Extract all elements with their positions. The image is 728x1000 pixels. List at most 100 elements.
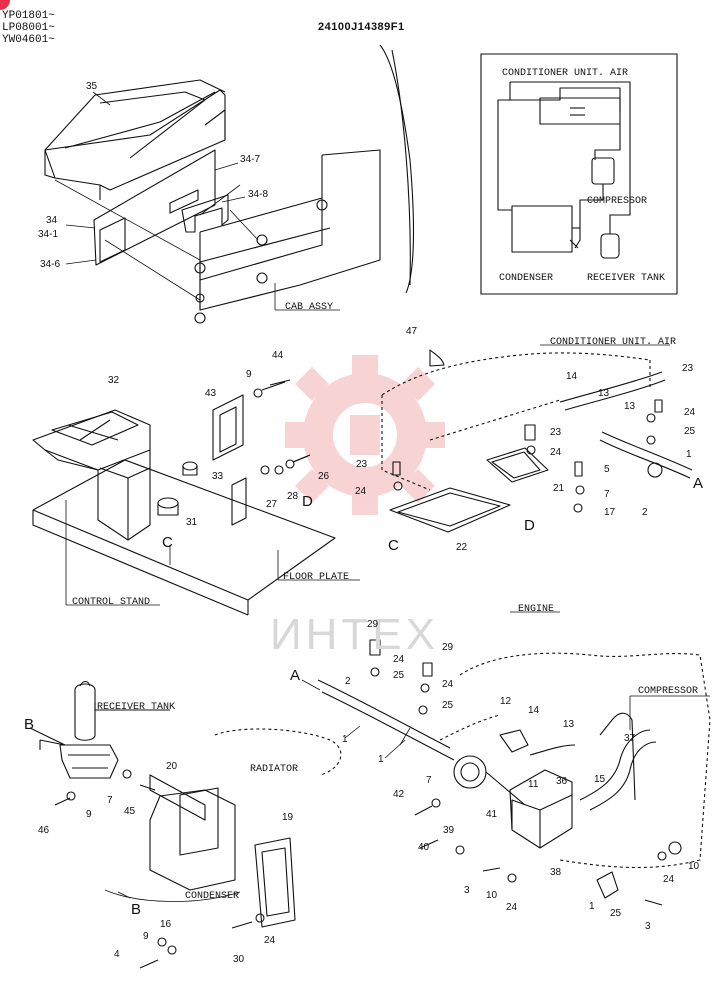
part-number: 45 <box>124 806 136 817</box>
part-number: 24 <box>506 902 518 913</box>
part-number: 10 <box>486 890 498 901</box>
part-number: 19 <box>282 812 294 823</box>
part-number: 9 <box>86 809 92 820</box>
part-number: 1 <box>589 901 595 912</box>
part-number: 12 <box>500 696 512 707</box>
part-number: 1 <box>378 754 384 765</box>
control-stand-label: CONTROL STAND <box>72 597 151 608</box>
cab-leader-lines <box>65 91 340 311</box>
schematic-lines <box>497 81 631 259</box>
part-number: 23 <box>550 427 562 438</box>
part-number: 10 <box>688 861 700 872</box>
part-number: 24 <box>393 654 405 665</box>
radiator-label: RADIATOR <box>250 764 299 775</box>
schematic-compressor-label: COMPRESSOR <box>587 196 648 207</box>
part-number: 22 <box>456 542 468 553</box>
engine-leader-lines <box>301 611 710 759</box>
ref-letter: D <box>302 493 313 510</box>
part-number: 24 <box>355 486 367 497</box>
serial-1: YP01801~ <box>2 10 55 22</box>
part-number: 24 <box>684 407 696 418</box>
part-number: 17 <box>604 507 616 518</box>
part-number: 1 <box>342 734 348 745</box>
part-number: 34 <box>46 215 58 226</box>
part-number: 9 <box>246 369 252 380</box>
part-number: 47 <box>406 326 418 337</box>
part-number: 2 <box>642 507 648 518</box>
floor-plate-label: FLOOR PLATE <box>283 572 350 583</box>
serial-3: YW04601~ <box>2 34 55 46</box>
ref-letter: C <box>162 534 173 551</box>
part-number: 5 <box>604 464 610 475</box>
mid-leader-lines <box>65 344 670 606</box>
part-number: 30 <box>233 954 245 965</box>
part-number: 20 <box>166 761 178 772</box>
part-number: 35 <box>86 81 98 92</box>
schematic-frame <box>480 53 678 295</box>
part-number: 25 <box>610 908 622 919</box>
part-number: 14 <box>528 705 540 716</box>
part-number: 34-1 <box>38 229 59 240</box>
part-number: 4 <box>114 949 120 960</box>
watermark-gear-icon <box>285 355 445 515</box>
part-number: 34-6 <box>40 259 61 270</box>
engine-label: ENGINE <box>518 604 555 615</box>
part-number: 3 <box>645 921 651 932</box>
part-number: 37 <box>624 733 636 744</box>
part-number: 26 <box>318 471 330 482</box>
part-number: 24 <box>663 874 675 885</box>
part-number: 14 <box>566 371 578 382</box>
part-number: 39 <box>443 825 455 836</box>
part-number: 1 <box>686 449 692 460</box>
part-number: 33 <box>212 471 224 482</box>
part-number: 43 <box>205 388 217 399</box>
part-number: 13 <box>563 719 575 730</box>
part-number: 9 <box>143 931 149 942</box>
ref-letter: D <box>524 517 535 534</box>
part-number: 29 <box>442 642 454 653</box>
part-number: 34-7 <box>240 154 261 165</box>
part-number: 27 <box>266 499 278 510</box>
ref-letter: C <box>388 537 399 554</box>
part-number: 16 <box>160 919 172 930</box>
hardware-symbols <box>54 379 682 969</box>
part-number: 40 <box>418 842 430 853</box>
schematic-conditioner-label: CONDITIONER UNIT. AIR <box>502 68 629 79</box>
part-number: 34-8 <box>248 189 269 200</box>
schematic-condenser-label: CONDENSER <box>499 273 554 284</box>
conditioner-unit-drawing <box>381 349 693 533</box>
part-number: 7 <box>107 795 113 806</box>
watermark-text: ИНТЕХ <box>270 610 439 659</box>
part-number: 24 <box>550 447 562 458</box>
part-number: 21 <box>553 483 565 494</box>
part-number: 29 <box>367 619 379 630</box>
part-number: 38 <box>550 867 562 878</box>
part-number: 7 <box>604 489 610 500</box>
part-number: 46 <box>38 825 50 836</box>
part-number: 3 <box>464 885 470 896</box>
part-number: 2 <box>345 676 351 687</box>
condenser-label: CONDENSER <box>185 891 240 902</box>
cab-assy-label: CAB ASSY <box>285 302 334 313</box>
part-number: 25 <box>684 426 696 437</box>
part-number: 42 <box>393 789 405 800</box>
ref-letter: A <box>290 667 301 684</box>
part-number: 41 <box>486 809 498 820</box>
part-number: 13 <box>624 401 636 412</box>
engine-drawing <box>317 652 711 899</box>
part-number: 32 <box>108 375 120 386</box>
part-number: 24 <box>442 679 454 690</box>
part-number: 31 <box>186 517 198 528</box>
part-number: 25 <box>393 670 405 681</box>
ref-letter: B <box>131 901 142 918</box>
part-number: 36 <box>556 776 568 787</box>
part-number: 23 <box>682 363 694 374</box>
part-number: 25 <box>442 700 454 711</box>
receiver-condenser-drawing <box>29 680 342 928</box>
part-number: 23 <box>356 459 368 470</box>
schematic-receiver-label: RECEIVER TANK <box>587 273 666 284</box>
corner-marker <box>0 0 10 10</box>
part-number: 44 <box>272 350 284 361</box>
cab-assembly-drawing <box>44 44 415 324</box>
